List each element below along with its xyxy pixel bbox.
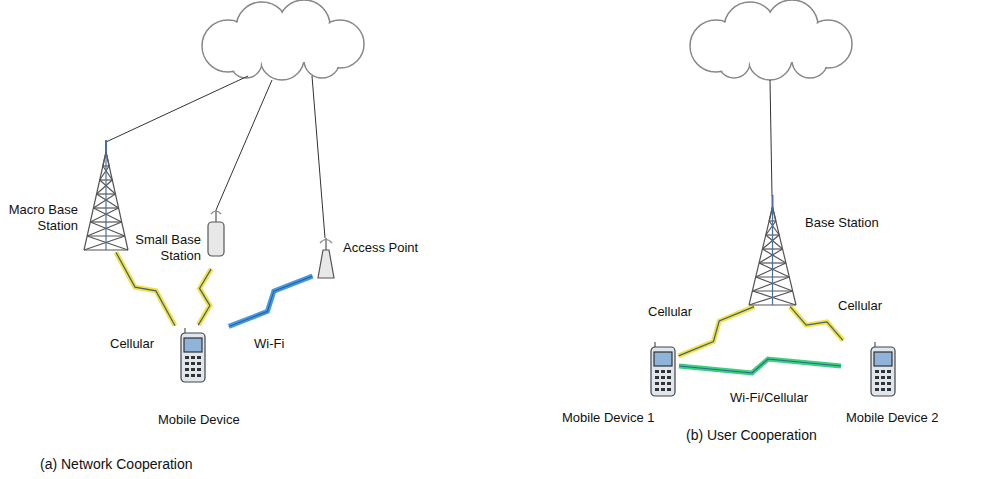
subfigure-caption: (a) Network Cooperation — [40, 455, 193, 473]
node-label: Access Point — [343, 240, 418, 256]
link-label: Cellular — [646, 304, 694, 320]
base-station: Macro Base Station — [2, 140, 132, 250]
link-outline — [198, 269, 211, 325]
mobile-device: Mobile Device 1 — [560, 342, 676, 428]
mobile-device: Mobile Device 2 — [844, 342, 941, 428]
node-label: Mobile Device 2 — [846, 410, 939, 426]
node-label: Small Base Station — [133, 232, 201, 264]
node-label: Base Station — [805, 215, 879, 231]
cloud — [202, 0, 364, 80]
wireless-link — [679, 359, 841, 373]
subfigure-caption: (b) User Cooperation — [686, 426, 817, 444]
ap-icon — [315, 238, 337, 278]
node-label: Mobile Device 1 — [562, 410, 655, 426]
node-label: Macro Base Station — [4, 202, 78, 234]
cloud — [690, 0, 852, 80]
access-point: Access Point — [315, 238, 420, 278]
link-outline — [229, 276, 313, 326]
tower-icon — [80, 140, 132, 250]
wireless-link — [229, 276, 313, 326]
link-label: Wi-Fi — [252, 336, 286, 352]
phone-icon — [180, 328, 206, 382]
tower-icon — [745, 195, 800, 305]
link-label: Cellular — [108, 336, 156, 352]
base-station: Base Station — [745, 195, 881, 305]
node-label: Mobile Device — [158, 412, 240, 428]
base-station: Small Base Station — [131, 210, 227, 266]
backhaul-line — [106, 76, 772, 238]
small-icon — [205, 210, 227, 256]
link-outline — [116, 252, 175, 325]
phone-icon — [870, 342, 896, 396]
phone-icon — [650, 342, 676, 396]
link-label: Wi-Fi/Cellular — [728, 390, 810, 406]
wireless-link — [116, 252, 175, 325]
wireless-link — [198, 269, 211, 325]
link-label: Cellular — [836, 298, 884, 314]
link-outline — [679, 359, 841, 373]
mobile-device: Mobile Device — [156, 328, 242, 430]
